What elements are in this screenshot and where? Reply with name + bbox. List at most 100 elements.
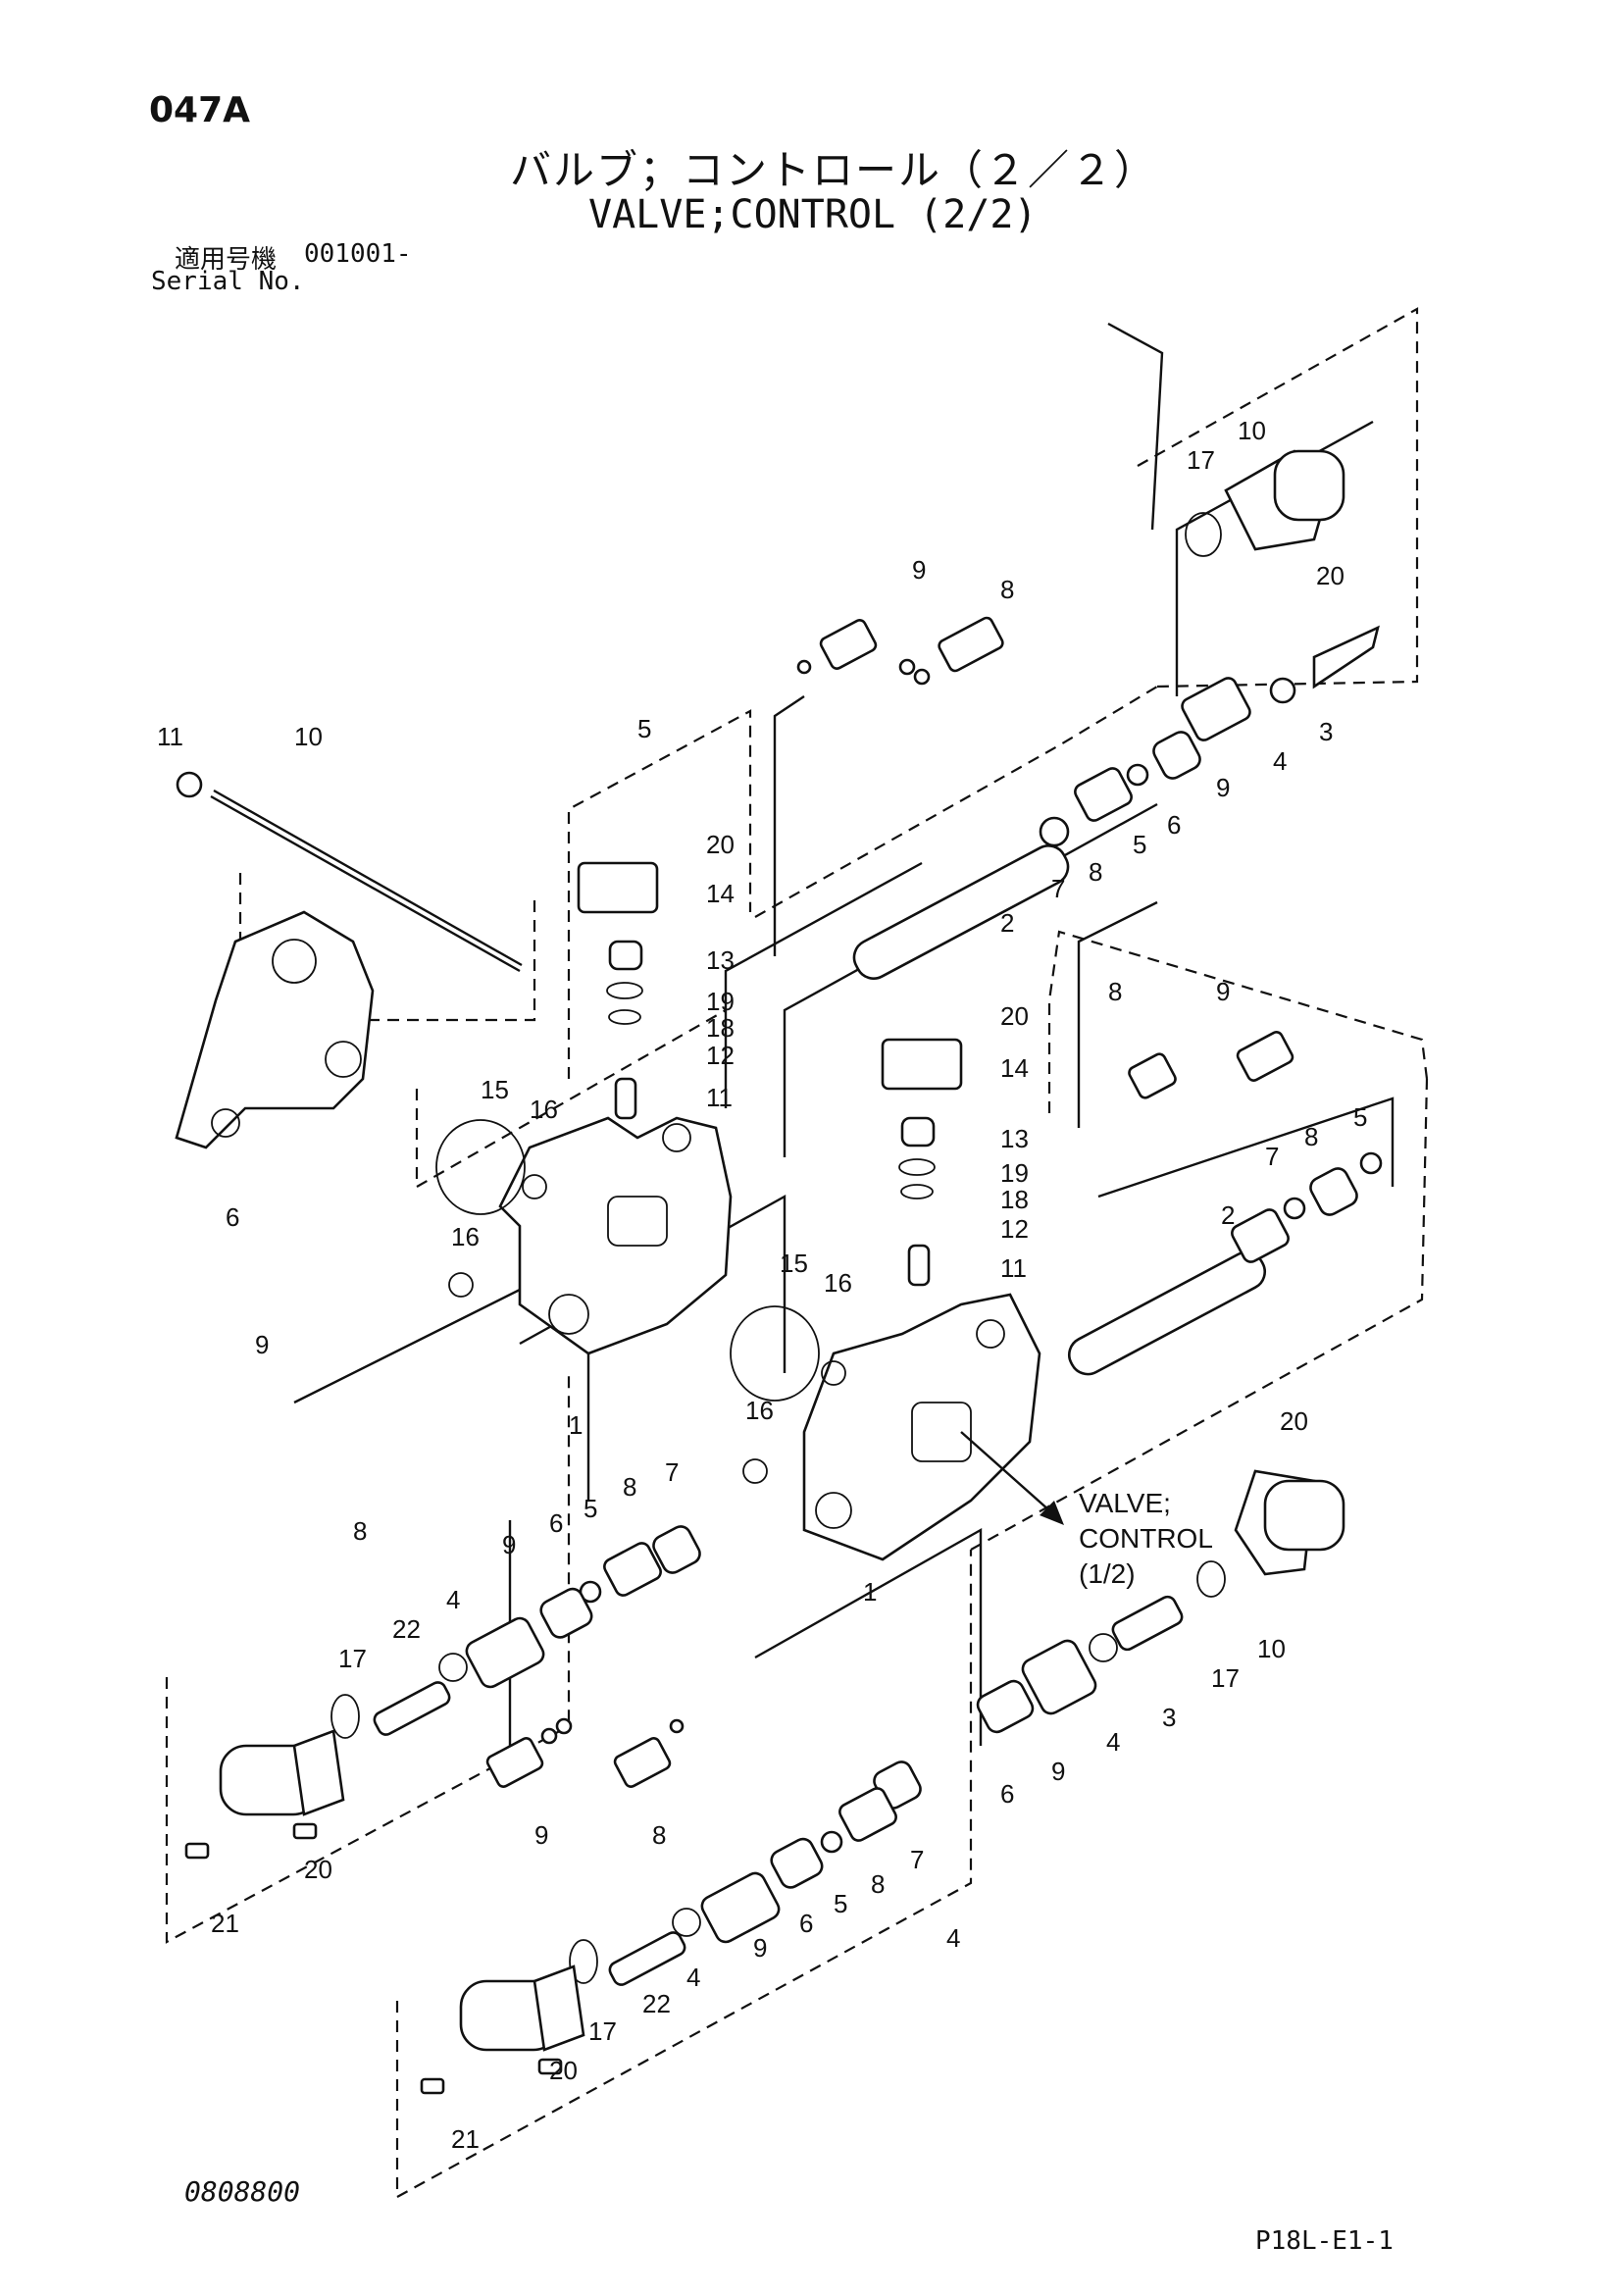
callout-number: 13 <box>706 945 735 975</box>
callout-number: 8 <box>1108 977 1122 1006</box>
page-title-japanese: バルブ；コントロール（２／２） <box>510 146 1158 194</box>
callout-number: 6 <box>1167 810 1181 840</box>
callout-number: 18 <box>1000 1185 1029 1214</box>
callout-number: 3 <box>1162 1703 1176 1732</box>
callout-number: 9 <box>1216 773 1230 802</box>
callout-number: 5 <box>834 1889 847 1918</box>
valve-control-note: VALVE; CONTROL (1/2) <box>1079 1488 1213 1589</box>
group-outlines <box>165 307 1429 2199</box>
right-spool-assembly <box>1067 1031 1383 1376</box>
callout-number: 12 <box>706 1041 735 1070</box>
upper-spool-assembly <box>852 625 1380 980</box>
connector-line <box>1107 322 1164 531</box>
callout-number: 5 <box>584 1494 597 1523</box>
connector-line <box>754 1527 983 1746</box>
callout-number: 6 <box>549 1508 563 1538</box>
serial-label-english: Serial No. <box>151 267 305 296</box>
callout-number: 9 <box>1051 1757 1065 1786</box>
right-body-outline <box>1047 930 1429 1113</box>
callout-number: 4 <box>446 1585 460 1614</box>
callout-number: 18 <box>706 1013 735 1043</box>
callout-number: 6 <box>1000 1779 1014 1809</box>
connector-line <box>724 861 923 1108</box>
callout-number: 8 <box>871 1869 885 1899</box>
upper-body-outline-b <box>415 1009 727 1189</box>
bottom-outline <box>395 1550 973 2199</box>
callout-number: 1 <box>569 1410 583 1440</box>
page-title-english: VALVE;CONTROL (2/2) <box>588 192 1038 237</box>
callout-number: 8 <box>1089 857 1102 887</box>
callout-number: 9 <box>534 1820 548 1850</box>
callout-number: 9 <box>753 1933 767 1963</box>
callout-number: 9 <box>1216 977 1230 1006</box>
callout-number: 20 <box>1000 1001 1029 1031</box>
upper-body-outline <box>567 709 752 1079</box>
note-line-3: (1/2) <box>1079 1558 1136 1589</box>
callout-number: 4 <box>1273 746 1287 776</box>
callout-number: 10 <box>1238 416 1266 445</box>
callout-number: 16 <box>824 1268 852 1298</box>
callout-number: 2 <box>1221 1200 1235 1230</box>
right-lower-parts <box>976 1469 1345 1734</box>
callout-number: 12 <box>1000 1214 1029 1244</box>
valve-body-right <box>802 1293 1041 1561</box>
connector-line <box>1077 900 1158 1128</box>
callout-number: 4 <box>1106 1727 1120 1757</box>
note-line-1: VALVE; <box>1079 1488 1171 1518</box>
bracket-part-6 <box>175 910 375 1149</box>
callout-number: 6 <box>799 1909 813 1938</box>
callout-number: 20 <box>1280 1406 1308 1436</box>
callout-number: 8 <box>623 1472 636 1502</box>
bracket-outline <box>238 873 536 1022</box>
callout-number: 21 <box>211 1909 239 1938</box>
callout-number: 16 <box>530 1095 558 1124</box>
callout-number: 13 <box>1000 1124 1029 1153</box>
callout-number: 7 <box>1051 874 1065 903</box>
page-code: 047A <box>149 90 251 130</box>
callout-number: 3 <box>1319 717 1333 746</box>
callout-number: 20 <box>1316 561 1345 590</box>
callout-number: 14 <box>706 879 735 908</box>
callout-number: 9 <box>912 555 926 585</box>
callout-number: 17 <box>1187 445 1215 475</box>
valve-body-left <box>498 1116 733 1355</box>
callout-number: 7 <box>1265 1142 1279 1171</box>
upper-lower-outline <box>165 1373 571 1944</box>
callout-number: 20 <box>304 1855 332 1884</box>
upper-lower-parts <box>184 1525 701 1860</box>
callout-number: 9 <box>502 1530 516 1559</box>
callout-number: 1 <box>863 1577 877 1607</box>
callout-number: 19 <box>706 987 735 1016</box>
plug-parts-upper <box>796 616 1004 686</box>
nut-part-11 <box>176 771 203 798</box>
rod-part-10 <box>176 771 523 973</box>
callout-number: 20 <box>549 2056 578 2085</box>
callout-number: 17 <box>588 2016 617 2046</box>
callout-number: 19 <box>1000 1158 1029 1188</box>
callout-number: 7 <box>665 1457 679 1487</box>
upper-right-outline <box>1137 307 1419 689</box>
connector-line <box>773 695 805 956</box>
right-stack-parts <box>730 1038 963 1484</box>
callout-number: 5 <box>637 714 651 743</box>
callout-number: 10 <box>1257 1634 1286 1663</box>
callout-number: 20 <box>706 830 735 859</box>
callout-number: 2 <box>1000 908 1014 938</box>
callout-number: 15 <box>780 1249 808 1278</box>
callout-number: 22 <box>392 1614 421 1644</box>
callout-labels: 1017209834965872520141319181211151616198… <box>157 416 1367 2154</box>
serial-number-value: 001001- <box>304 239 412 269</box>
bottom-parts <box>420 1760 922 2095</box>
callout-number: 5 <box>1353 1102 1367 1132</box>
upper-right-cap <box>1185 449 1345 557</box>
callout-number: 8 <box>1304 1122 1318 1151</box>
connector-line <box>1097 1097 1395 1199</box>
callout-number: 21 <box>451 2124 480 2154</box>
callout-number: 17 <box>1211 1663 1240 1693</box>
callout-number: 11 <box>1000 1253 1027 1283</box>
callout-number: 5 <box>1133 830 1146 859</box>
callout-number: 15 <box>481 1075 509 1104</box>
callout-number: 11 <box>157 722 183 751</box>
serial-label-japanese: 適用号機 <box>175 245 278 275</box>
